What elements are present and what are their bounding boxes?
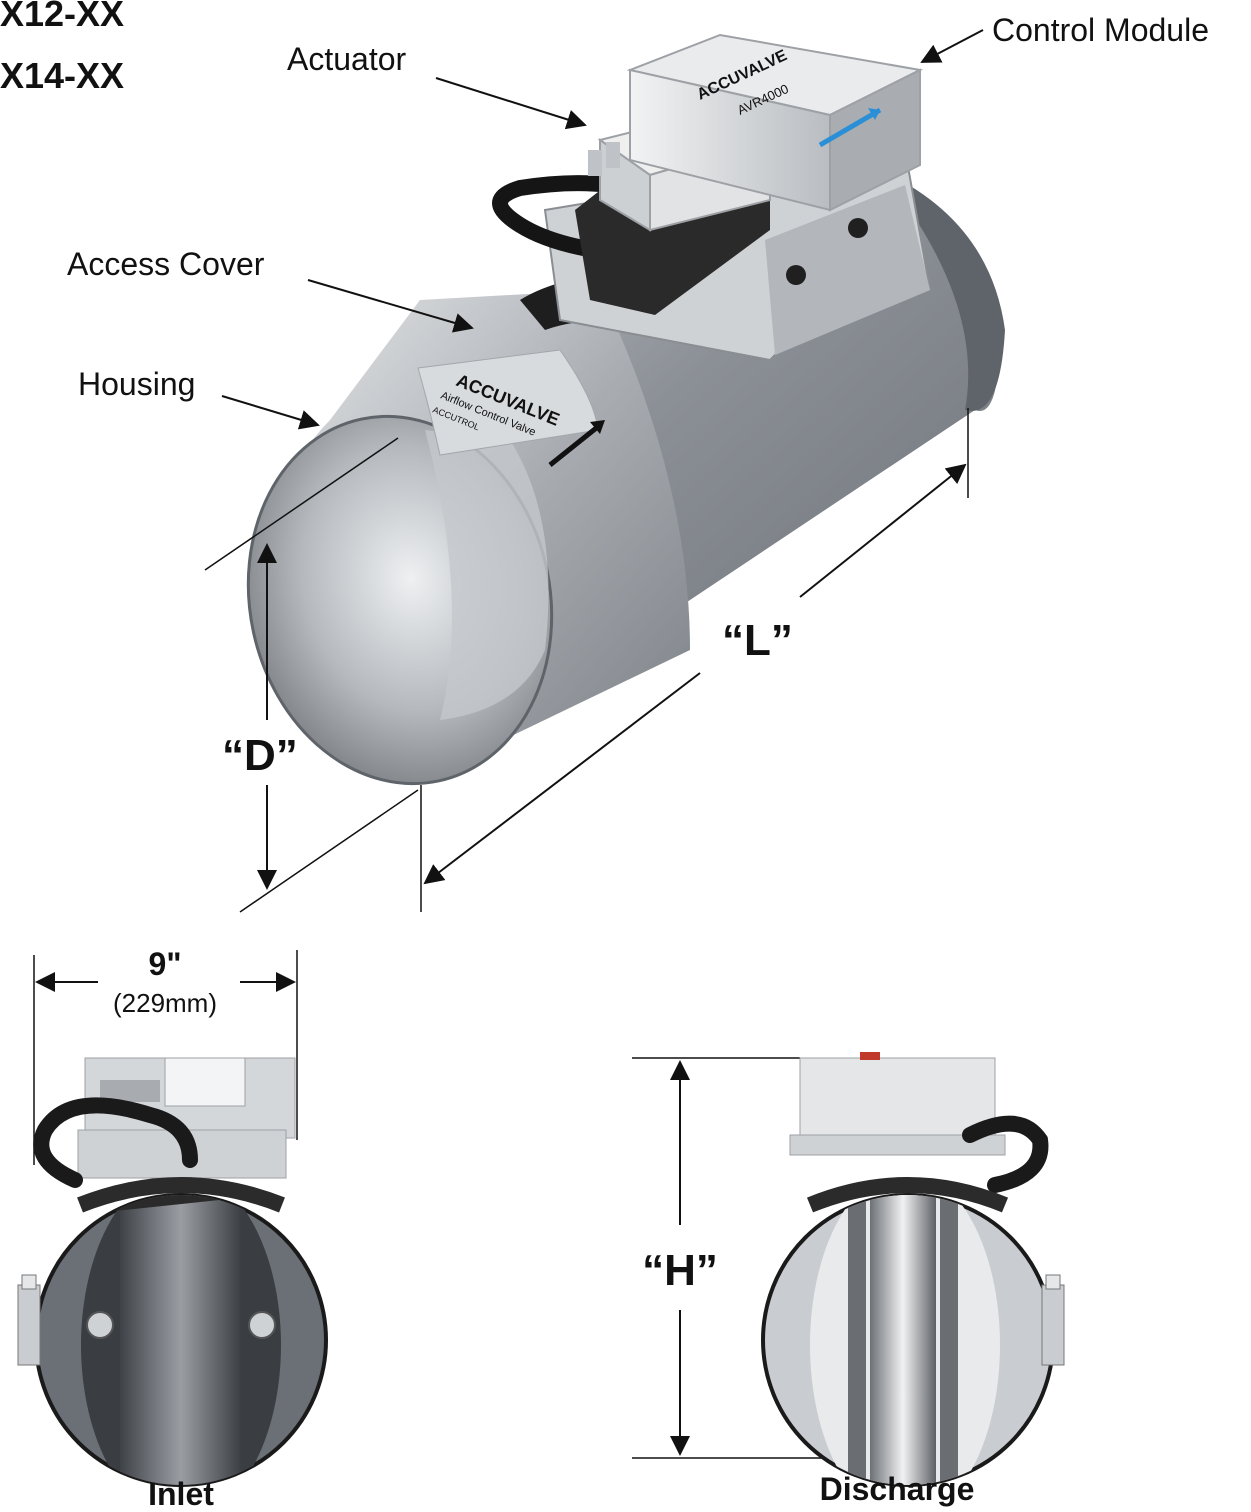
inlet-view-label: Inlet (148, 1476, 214, 1512)
length-dimension: “L” (420, 408, 969, 912)
height-label: “H” (642, 1246, 718, 1295)
valve-isometric-view: ACCUVALVE AVR4000 ACCUVALVE Airflow Cont… (246, 33, 1005, 786)
damper-blade (425, 430, 549, 720)
actuator-callout: Actuator (287, 41, 407, 77)
control-module-callout: Control Module (992, 12, 1209, 48)
housing-end (880, 170, 1005, 411)
housing-flow-arrow-head (590, 420, 605, 434)
housing-callout: Housing (78, 366, 195, 402)
cable-loop (492, 175, 648, 263)
width-metric-label: (229mm) (113, 988, 217, 1018)
access-cover-leader (307, 279, 474, 333)
control-module: ACCUVALVE AVR4000 (626, 33, 924, 212)
control-module-leader (920, 29, 984, 63)
housing-leader (221, 395, 320, 430)
bracket-hole-1 (786, 265, 806, 285)
discharge-view-label: Discharge (820, 1471, 975, 1507)
actuator-leader (435, 77, 587, 130)
diameter-label: “D” (222, 731, 298, 780)
module-flow-arrow-icon (818, 107, 882, 148)
inlet-view: 9" (229mm) Inlet (17, 946, 328, 1512)
housing-flow-arrow-icon (548, 423, 602, 467)
housing-label: ACCUVALVE Airflow Control Valve ACCUTROL (417, 349, 605, 467)
module-flow-arrow-head (868, 108, 880, 120)
model-number-2: X14-XX (0, 55, 124, 96)
length-label: “L” (722, 616, 793, 665)
access-cover-callout: Access Cover (67, 246, 265, 282)
model-number-1: X12-XX (0, 0, 124, 34)
bracket-hole-2 (848, 218, 868, 238)
width-label: 9" (149, 946, 182, 982)
discharge-view: “H” Discharge (632, 1052, 1065, 1507)
bracket-face (765, 185, 930, 355)
diameter-dimension: “D” (204, 437, 419, 913)
